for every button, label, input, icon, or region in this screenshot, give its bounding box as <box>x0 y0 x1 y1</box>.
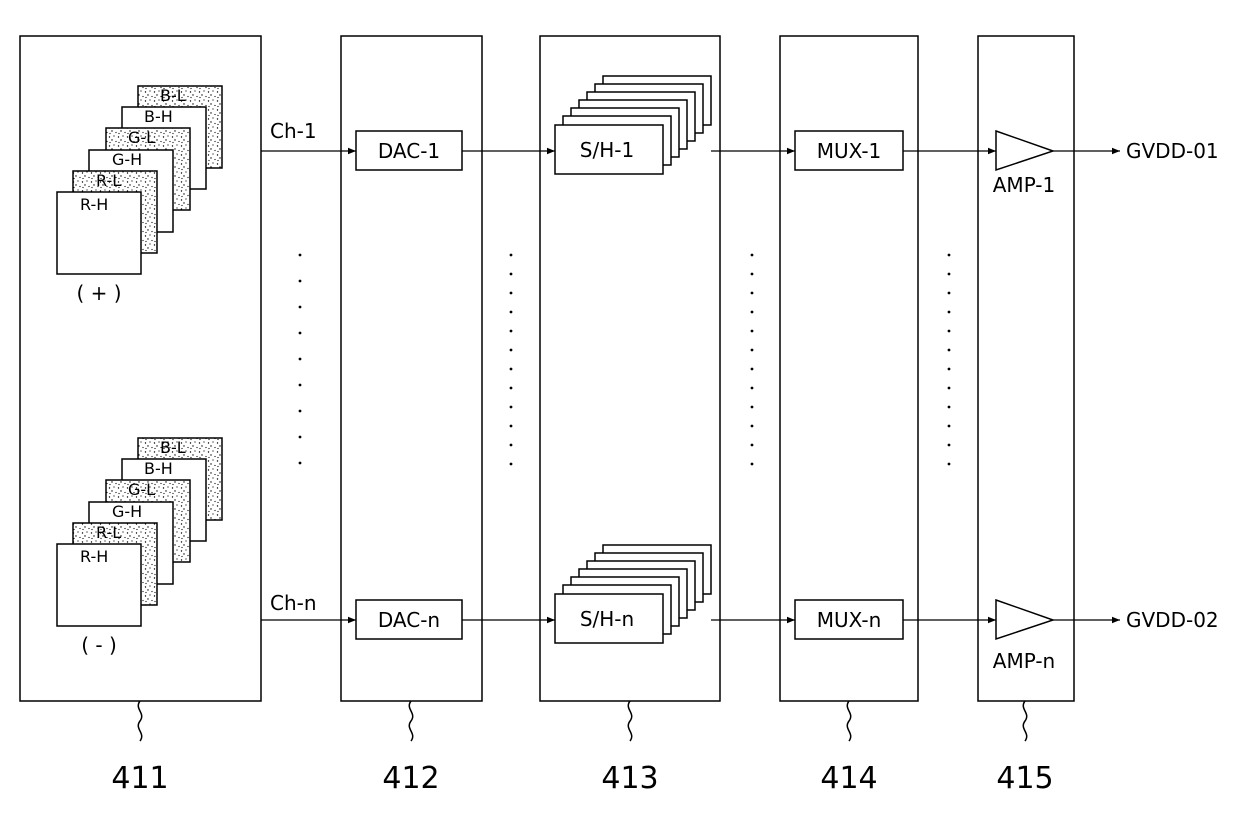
layer-label-gh: G-H <box>112 150 142 169</box>
panel-415 <box>978 36 1074 701</box>
leader-412 <box>409 701 412 741</box>
amp-triangle <box>996 600 1053 639</box>
mux-label: MUX-n <box>817 608 882 632</box>
ellipsis-dot <box>751 292 754 295</box>
ellipsis-dot <box>948 368 951 371</box>
ellipsis-dot <box>948 292 951 295</box>
positive-caption: ( + ) <box>76 281 121 305</box>
layer-label-bl: B-L <box>160 86 186 105</box>
ellipsis-dot <box>948 273 951 276</box>
ellipsis-dot <box>510 368 513 371</box>
ellipsis-dot <box>299 436 302 439</box>
ellipsis-dot <box>510 311 513 314</box>
ellipsis-dot <box>751 254 754 257</box>
reference-labels: 411 412 413 414 415 <box>111 701 1053 796</box>
channel-label: Ch-n <box>270 591 317 615</box>
ref-413: 413 <box>601 761 658 796</box>
ellipsis-dot <box>299 462 302 465</box>
layer-label-rh: R-H <box>80 195 108 214</box>
ellipsis-dot <box>510 425 513 428</box>
leader-413 <box>628 701 631 741</box>
sh-label: S/H-n <box>580 607 634 631</box>
output-label: GVDD-02 <box>1126 608 1219 632</box>
ellipsis-dot <box>299 384 302 387</box>
ellipsis-dot <box>948 463 951 466</box>
ellipsis-dot <box>751 330 754 333</box>
layer-label-bh: B-H <box>144 459 173 478</box>
mux-label: MUX-1 <box>817 139 882 163</box>
ellipsis-dot <box>948 349 951 352</box>
channel-row-n: Ch-n DAC-n S/H-n MUX-n AMP-n GVDD-02 <box>261 545 1219 673</box>
channel-label: Ch-1 <box>270 119 317 143</box>
ellipsis-dot <box>751 406 754 409</box>
ellipsis-dot <box>510 387 513 390</box>
dac-label: DAC-n <box>378 608 440 632</box>
ellipsis-dot <box>299 358 302 361</box>
layer-label-bh: B-H <box>144 107 173 126</box>
ellipsis-dot <box>510 254 513 257</box>
negative-caption: ( - ) <box>81 633 117 657</box>
ellipsis-dot <box>510 273 513 276</box>
dac-label: DAC-1 <box>378 139 440 163</box>
sh-label: S/H-1 <box>580 138 634 162</box>
ellipsis-dot <box>510 349 513 352</box>
layer-label-rl: R-L <box>96 171 121 190</box>
ellipsis-dot <box>751 368 754 371</box>
ellipsis-dot <box>751 444 754 447</box>
output-label: GVDD-01 <box>1126 139 1219 163</box>
ellipsis-dot <box>948 425 951 428</box>
amp-label: AMP-1 <box>993 173 1056 197</box>
layer-label-bl: B-L <box>160 438 186 457</box>
ellipsis-dot <box>751 463 754 466</box>
layer-label-gh: G-H <box>112 502 142 521</box>
ref-412: 412 <box>382 761 439 796</box>
layer-label-rh: R-H <box>80 547 108 566</box>
ellipsis-dot <box>948 406 951 409</box>
ellipsis-dot <box>299 410 302 413</box>
ellipsis-dot <box>299 332 302 335</box>
ellipsis-dot <box>299 280 302 283</box>
memory-stack-negative: B-L B-H G-L G-H R-L R-H ( - ) <box>57 438 222 657</box>
ellipsis-dot <box>510 406 513 409</box>
ellipsis-dot <box>751 273 754 276</box>
ellipsis-dot <box>948 444 951 447</box>
leader-411 <box>138 701 141 741</box>
ellipsis-dot <box>751 387 754 390</box>
memory-stack-positive: B-L B-H G-L G-H R-L R-H ( + ) <box>57 86 222 305</box>
ellipsis-dot <box>510 292 513 295</box>
ref-415: 415 <box>996 761 1053 796</box>
channel-row-1: Ch-1 DAC-1 S/H-1 MUX-1 AMP-1 GVDD-01 <box>261 76 1219 197</box>
leader-414 <box>847 701 850 741</box>
layer-label-gl: G-L <box>128 128 155 147</box>
ellipsis-dot <box>751 311 754 314</box>
layer-label-rl: R-L <box>96 523 121 542</box>
ellipsis-dot <box>948 311 951 314</box>
ellipsis-dot <box>510 444 513 447</box>
ellipsis-dot <box>948 254 951 257</box>
ellipsis-dot <box>751 425 754 428</box>
layer-label-gl: G-L <box>128 480 155 499</box>
amp-label: AMP-n <box>993 649 1055 673</box>
ref-414: 414 <box>820 761 877 796</box>
ellipsis-dot <box>299 254 302 257</box>
ellipsis-dot <box>751 349 754 352</box>
ellipsis-dot <box>299 306 302 309</box>
ellipsis-dot <box>948 387 951 390</box>
ellipsis-dot <box>510 330 513 333</box>
ellipsis-dots <box>299 254 951 466</box>
ref-411: 411 <box>111 761 168 796</box>
ellipsis-dot <box>510 463 513 466</box>
amp-triangle <box>996 131 1053 170</box>
ellipsis-dot <box>948 330 951 333</box>
leader-415 <box>1023 701 1026 741</box>
